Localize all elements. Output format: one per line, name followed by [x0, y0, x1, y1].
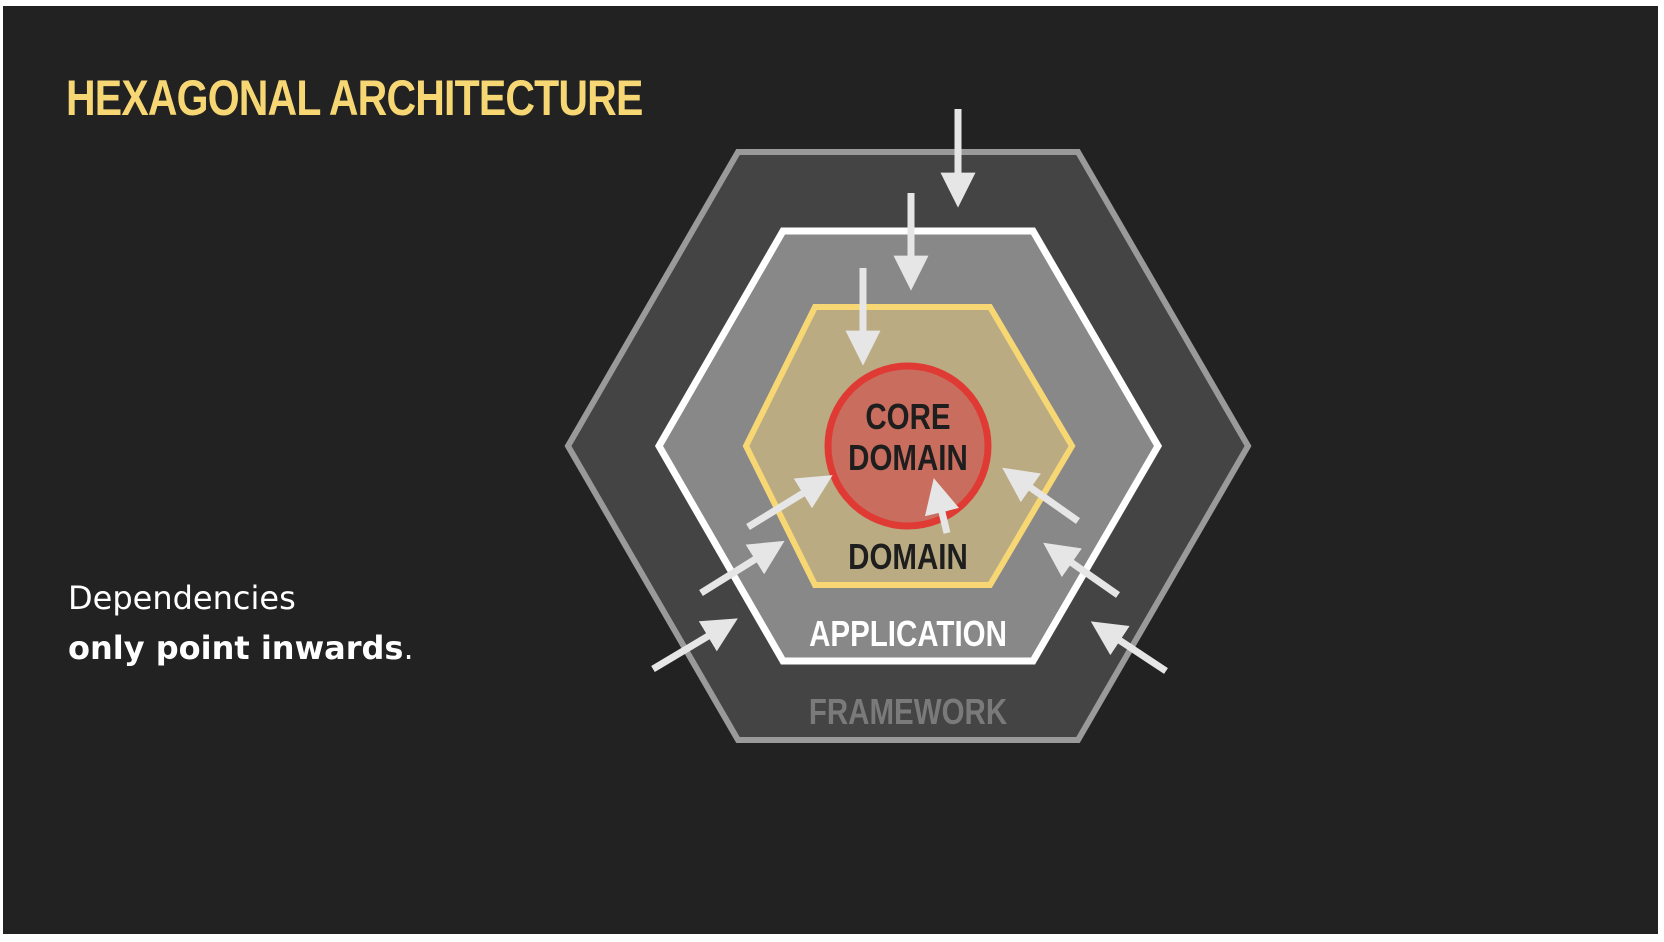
slide-title: HEXAGONAL ARCHITECTURE: [66, 70, 643, 126]
arrow-framework-right: [1090, 621, 1168, 674]
arrow-domain-left: [746, 475, 833, 530]
caption-line-1: Dependencies: [68, 579, 296, 617]
core-domain-label-line-2: DOMAIN: [848, 437, 968, 477]
slide-caption: Dependencies only point inwards.: [68, 573, 414, 673]
arrow-framework-left: [651, 618, 738, 673]
arrow-application-left: [699, 540, 785, 596]
framework-label: FRAMEWORK: [809, 691, 1008, 731]
core-domain-label-line-1: CORE: [865, 396, 950, 436]
slide: HEXAGONAL ARCHITECTURE Dependencies only…: [3, 6, 1658, 934]
arrow-application-right: [1043, 542, 1121, 598]
application-label: APPLICATION: [809, 613, 1007, 653]
dependency-arrows: [651, 109, 1168, 674]
hexagonal-architecture-diagram: CORE DOMAIN DOMAIN APPLICATION FRAMEWORK: [564, 109, 1252, 743]
caption-period: .: [403, 629, 414, 667]
arrow-domain-right: [1002, 467, 1081, 524]
caption-line-2: only point inwards.: [68, 623, 414, 673]
domain-label: DOMAIN: [848, 536, 968, 576]
arrow-core-inner: [924, 478, 959, 534]
caption-emphasis: only point inwards: [68, 629, 404, 667]
